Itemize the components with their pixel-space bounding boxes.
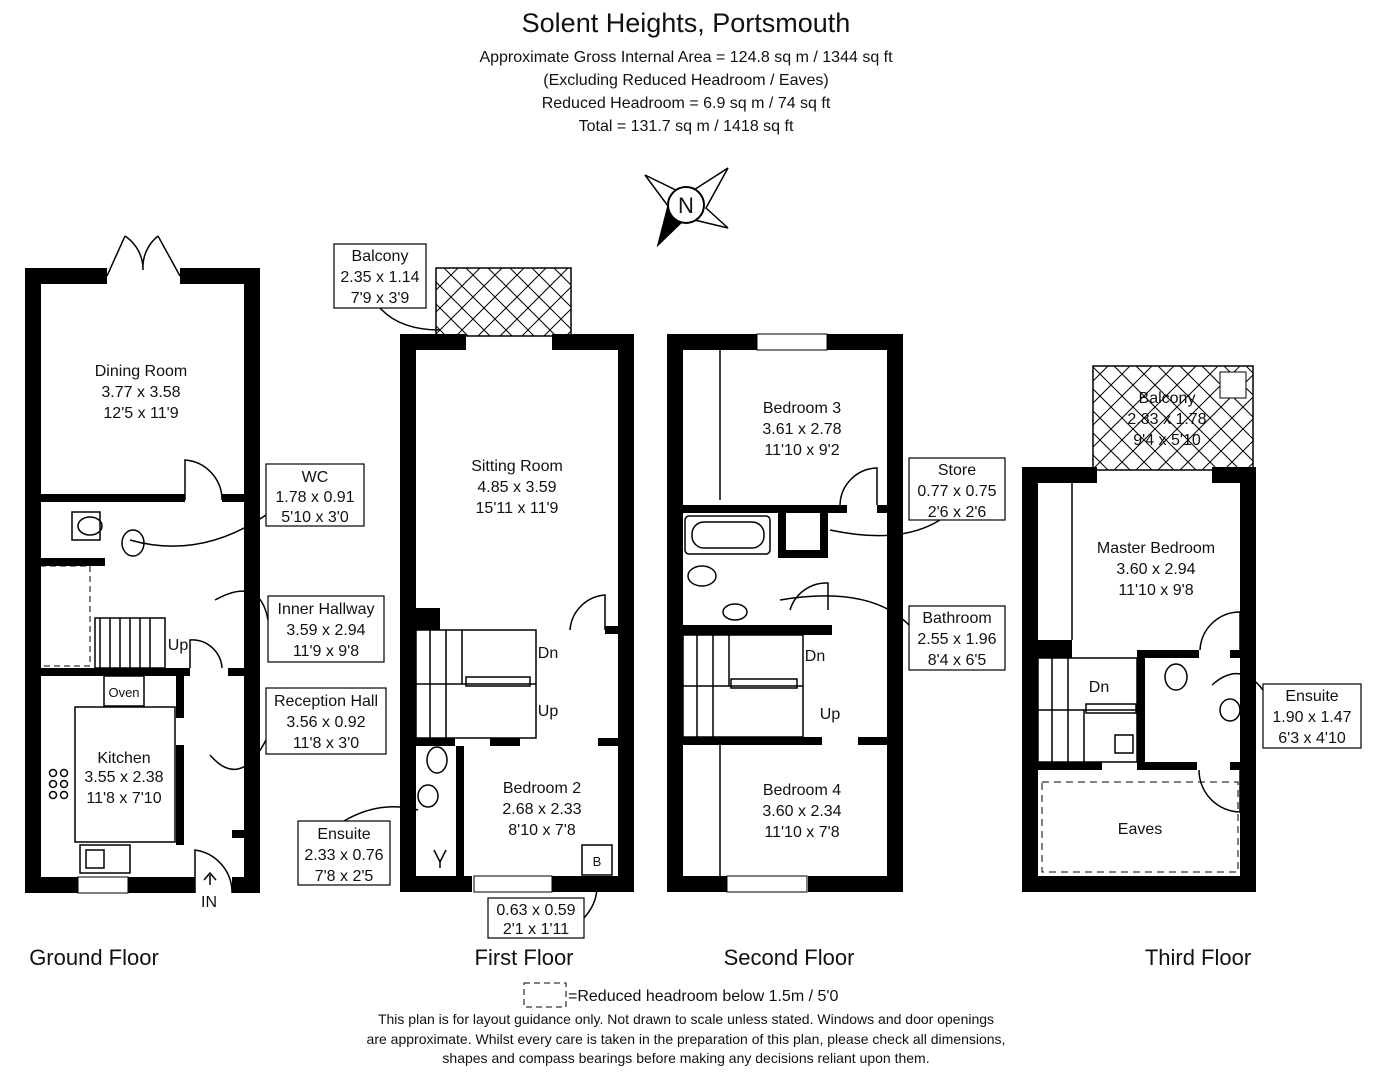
sitting-room-imperial: 15'11 x 11'9 [476, 500, 559, 517]
reduced-headroom-legend-swatch [523, 982, 567, 1008]
store-metric: 0.77 x 0.75 [917, 483, 996, 500]
third-floor-plan [1022, 365, 1256, 892]
master-bedroom-imperial: 11'10 x 9'8 [1118, 582, 1193, 599]
ground-floor-plan [25, 235, 260, 894]
inner-hallway-metric: 3.59 x 2.94 [286, 622, 365, 639]
disclaimer-line3: shapes and compass bearings before makin… [442, 1050, 929, 1066]
second-dn-label: Dn [805, 648, 825, 665]
bathroom-name: Bathroom [922, 610, 991, 627]
balcony1-metric: 2.35 x 1.14 [340, 269, 419, 286]
second-up-label: Up [820, 706, 841, 723]
bathroom-imperial: 8'4 x 6'5 [928, 652, 987, 669]
reduced-headroom-legend-text: =Reduced headroom below 1.5m / 5'0 [568, 988, 838, 1005]
balcony1-label-box [333, 243, 427, 309]
kitchen-metric: 3.55 x 2.38 [84, 769, 163, 786]
oven-label: Oven [108, 685, 139, 700]
dining-room-metric: 3.77 x 3.58 [101, 384, 180, 401]
store-imperial: 2'6 x 2'6 [928, 504, 987, 521]
reception-hall-label-box [265, 687, 387, 755]
first-floor-plan [400, 267, 634, 893]
compass-label: N [678, 193, 694, 218]
bedroom4-name: Bedroom 4 [763, 782, 841, 799]
balcony1-imperial: 7'9 x 3'9 [351, 290, 410, 307]
balcony2-imperial: 9'4 x 5'10 [1133, 432, 1201, 449]
disclaimer-line2: are approximate. Whilst every care is ta… [367, 1031, 1006, 1047]
balcony2-metric: 2.83 x 1.78 [1127, 411, 1206, 428]
bedroom3-name: Bedroom 3 [763, 400, 841, 417]
dining-room-name: Dining Room [95, 363, 187, 380]
bedroom2-name: Bedroom 2 [503, 780, 581, 797]
eaves-name: Eaves [1118, 821, 1162, 838]
wc-metric: 1.78 x 0.91 [275, 489, 354, 506]
cupboard-metric: 0.63 x 0.59 [496, 902, 575, 919]
ensuite1-imperial: 7'8 x 2'5 [315, 868, 374, 885]
ground-up-label: Up [168, 637, 189, 654]
ground-floor-title: Ground Floor [29, 945, 159, 970]
ensuite2-imperial: 6'3 x 4'10 [1278, 730, 1346, 747]
first-dn-label: Dn [538, 645, 558, 662]
wc-imperial: 5'10 x 3'0 [281, 509, 349, 526]
balcony1-name: Balcony [352, 248, 409, 265]
bathroom-metric: 2.55 x 1.96 [917, 631, 996, 648]
kitchen-name: Kitchen [97, 750, 150, 767]
wc-name: WC [302, 469, 329, 486]
bedroom2-imperial: 8'10 x 7'8 [508, 822, 576, 839]
bedroom2-metric: 2.68 x 2.33 [502, 801, 581, 818]
excluding-text: (Excluding Reduced Headroom / Eaves) [543, 72, 828, 89]
master-bedroom-name: Master Bedroom [1097, 540, 1215, 557]
ensuite1-label-box [297, 820, 391, 886]
bedroom3-imperial: 11'10 x 9'2 [764, 442, 839, 459]
store-name: Store [938, 462, 976, 479]
reduced-headroom-text: Reduced Headroom = 6.9 sq m / 74 sq ft [542, 95, 831, 112]
disclaimer-line1: This plan is for layout guidance only. N… [378, 1011, 994, 1027]
ensuite2-metric: 1.90 x 1.47 [1272, 709, 1351, 726]
second-floor-title: Second Floor [724, 945, 855, 970]
first-up-label: Up [538, 703, 559, 720]
third-dn-label: Dn [1089, 679, 1109, 696]
inner-hallway-name: Inner Hallway [278, 601, 375, 618]
compass-icon: N [644, 167, 729, 248]
page-title: Solent Heights, Portsmouth [522, 8, 851, 38]
ensuite2-label-box [1262, 683, 1362, 749]
bedroom4-imperial: 11'10 x 7'8 [764, 824, 839, 841]
third-floor-title: Third Floor [1145, 945, 1251, 970]
inner-hallway-label-box [267, 595, 385, 663]
ensuite1-name: Ensuite [317, 826, 370, 843]
kitchen-imperial: 11'8 x 7'10 [86, 790, 161, 807]
boiler-label: B [593, 854, 602, 869]
bedroom4-metric: 3.60 x 2.34 [762, 803, 841, 820]
bathroom-label-box [908, 605, 1006, 671]
first-floor-title: First Floor [475, 945, 574, 970]
total-area-text: Total = 131.7 sq m / 1418 sq ft [579, 118, 794, 135]
ensuite2-name: Ensuite [1285, 688, 1338, 705]
dining-room-imperial: 12'5 x 11'9 [103, 405, 178, 422]
reception-hall-metric: 3.56 x 0.92 [286, 714, 365, 731]
bedroom3-metric: 3.61 x 2.78 [762, 421, 841, 438]
reception-hall-imperial: 11'8 x 3'0 [293, 735, 359, 752]
ensuite1-metric: 2.33 x 0.76 [304, 847, 383, 864]
store-label-box [908, 457, 1006, 521]
master-bedroom-metric: 3.60 x 2.94 [1116, 561, 1195, 578]
reception-hall-name: Reception Hall [274, 693, 378, 710]
cupboard-label-box [487, 897, 585, 939]
entrance-label: IN [201, 894, 217, 911]
wc-label-box [265, 463, 365, 527]
gross-area-text: Approximate Gross Internal Area = 124.8 … [479, 49, 893, 66]
sitting-room-metric: 4.85 x 3.59 [477, 479, 556, 496]
inner-hallway-imperial: 11'9 x 9'8 [293, 643, 359, 660]
sitting-room-name: Sitting Room [471, 458, 563, 475]
balcony2-name: Balcony [1139, 390, 1196, 407]
cupboard-imperial: 2'1 x 1'11 [503, 921, 569, 938]
